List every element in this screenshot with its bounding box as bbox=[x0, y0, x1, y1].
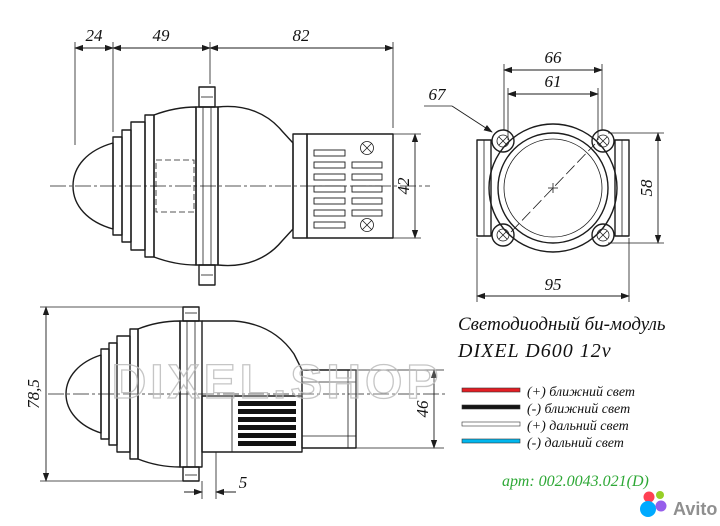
wire-color-swatch bbox=[461, 404, 521, 410]
avito-circle-red bbox=[643, 491, 655, 503]
dim-95-label: 95 bbox=[545, 275, 562, 294]
lens-barrel bbox=[100, 328, 139, 460]
lens-dome bbox=[72, 142, 114, 230]
avito-circle-green bbox=[656, 491, 664, 499]
dim-5-label: 5 bbox=[239, 473, 248, 492]
dim-61-label: 61 bbox=[545, 72, 562, 91]
dim-42-label: 42 bbox=[394, 177, 413, 195]
legend-label: (+) дальний свет bbox=[527, 419, 629, 434]
legend-row: (+) ближний свет bbox=[461, 385, 635, 400]
legend-row: (-) ближний свет bbox=[461, 402, 630, 417]
legend-label: (-) дальний свет bbox=[527, 436, 624, 451]
avito-circle-violet bbox=[655, 500, 667, 512]
dim-58-label: 58 bbox=[637, 179, 656, 197]
front-width-95: 95 bbox=[476, 238, 630, 302]
hidden-internal bbox=[155, 159, 195, 213]
projector-body-right bbox=[202, 320, 303, 371]
plate-screw-bottom bbox=[182, 466, 200, 482]
info-block: Светодиодный би-модуль DIXEL D600 12v (+… bbox=[457, 314, 666, 490]
front-width-66: 66 bbox=[503, 48, 603, 130]
front-height-58: 58 bbox=[608, 132, 664, 244]
wire-legend: (+) ближний свет (-) ближний свет (+) да… bbox=[461, 385, 635, 451]
screw-icon bbox=[360, 218, 374, 232]
plate-screw-bottom bbox=[198, 264, 216, 286]
center-mark bbox=[548, 183, 558, 193]
lens-inner-circle bbox=[503, 138, 603, 238]
screw-icon bbox=[491, 129, 515, 153]
driver-stripes bbox=[238, 401, 296, 446]
watermark-text: DIXEL.SHOP bbox=[112, 356, 443, 409]
legend-label: (-) ближний свет bbox=[527, 402, 630, 417]
screw-icon bbox=[591, 129, 615, 153]
dim-49-label: 49 bbox=[153, 26, 171, 45]
product-model: DIXEL D600 12v bbox=[457, 340, 612, 362]
legend-label: (+) ближний свет bbox=[527, 385, 635, 400]
corner-screws bbox=[491, 129, 615, 247]
connector-height-dimension: 46 bbox=[356, 369, 444, 449]
dim-66-label: 66 bbox=[545, 48, 563, 67]
dim-46-label: 46 bbox=[413, 400, 432, 418]
mounting-plate bbox=[179, 306, 203, 482]
screw-icon bbox=[491, 223, 515, 247]
wire-color-swatch bbox=[461, 421, 521, 427]
front-width-61: 61 bbox=[507, 72, 599, 140]
avito-logo: Avito bbox=[640, 491, 717, 519]
avito-wordmark: Avito bbox=[673, 499, 717, 519]
dim-67-label: 67 bbox=[429, 85, 448, 104]
plate-screw-top bbox=[182, 306, 200, 322]
screw-icon bbox=[360, 141, 374, 155]
lens-diagonal-mark bbox=[510, 143, 596, 233]
lens-dome bbox=[65, 354, 102, 434]
side-view: 24 49 82 42 bbox=[50, 26, 430, 286]
heatsink-fins-right bbox=[351, 161, 383, 217]
screw-icon bbox=[591, 223, 615, 247]
heatsink bbox=[306, 133, 394, 239]
side-height-dimension: 42 bbox=[393, 133, 421, 239]
wire-color-swatch bbox=[461, 438, 521, 444]
bottom-offset-dimension: 5 bbox=[184, 452, 247, 499]
lens-outer-circle bbox=[497, 132, 609, 244]
avito-circle-blue bbox=[640, 501, 656, 517]
wire-color-swatch bbox=[461, 387, 521, 393]
plate-screw-top bbox=[198, 86, 216, 108]
dim-78-5-label: 78,5 bbox=[24, 379, 43, 409]
dim-24-label: 24 bbox=[86, 26, 104, 45]
housing-circle bbox=[488, 123, 618, 253]
heatsink-fins-left bbox=[313, 149, 346, 229]
front-view: 66 61 67 58 95 bbox=[424, 48, 664, 302]
bottom-view: 78,5 5 46 bbox=[24, 306, 448, 499]
product-title: Светодиодный би-модуль bbox=[458, 314, 666, 335]
legend-row: (-) дальний свет bbox=[461, 436, 624, 451]
legend-row: (+) дальний свет bbox=[461, 419, 629, 434]
driver-block bbox=[201, 395, 303, 453]
connector bbox=[301, 369, 357, 449]
front-dim-67: 67 bbox=[424, 85, 493, 133]
article-number: арт: 002.0043.021(D) bbox=[502, 473, 649, 490]
bottom-height-dimension: 78,5 bbox=[24, 306, 183, 482]
side-top-dimensions: 24 49 82 bbox=[74, 26, 394, 145]
dim-82-label: 82 bbox=[293, 26, 311, 45]
